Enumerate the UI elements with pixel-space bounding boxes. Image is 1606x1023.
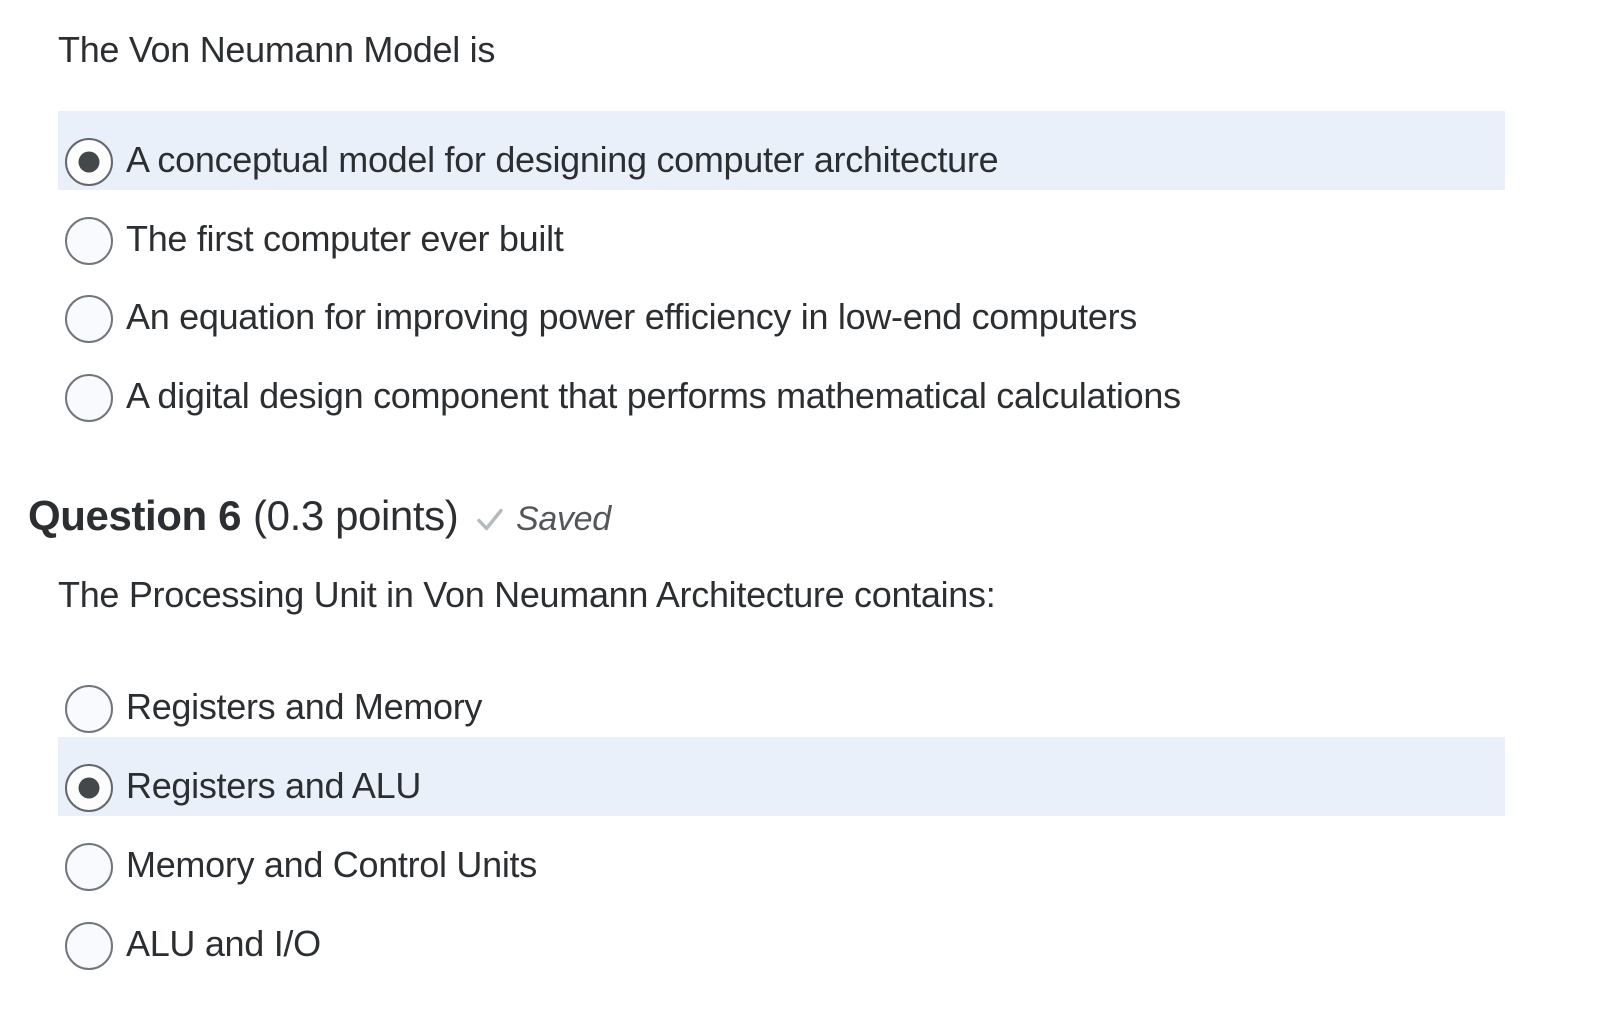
saved-status-label: Saved (516, 500, 611, 538)
save-status: Saved (476, 501, 611, 537)
answer-option-label: The first computer ever built (126, 217, 564, 259)
question-heading: Question 6(0.3 points) (28, 492, 459, 540)
answer-option-row[interactable]: The first computer ever built (58, 190, 1505, 269)
answer-option-label: A digital design component that performs… (126, 374, 1181, 416)
answer-option-row[interactable]: A conceptual model for designing compute… (58, 111, 1505, 190)
answer-option-row[interactable]: Memory and Control Units (58, 816, 1505, 895)
question-points: (0.3 points) (253, 492, 459, 539)
answer-option-label: Registers and Memory (126, 685, 483, 727)
radio-button-icon[interactable] (65, 294, 113, 343)
question-text: The Processing Unit in Von Neumann Archi… (58, 574, 996, 615)
radio-button-icon[interactable] (65, 763, 113, 812)
radio-button-icon[interactable] (65, 216, 113, 265)
answer-option-row[interactable]: Registers and Memory (58, 658, 1505, 737)
checkmark-icon (477, 508, 503, 531)
answer-option-label: ALU and I/O (126, 922, 321, 964)
radio-button-icon[interactable] (65, 137, 113, 186)
answer-option-label: Registers and ALU (126, 764, 422, 806)
radio-button-icon[interactable] (65, 373, 113, 422)
answer-option-row[interactable]: An equation for improving power efficien… (58, 268, 1505, 347)
radio-button-icon[interactable] (65, 921, 113, 970)
question-number: Question 6 (28, 492, 242, 539)
radio-button-icon[interactable] (65, 842, 113, 891)
answer-option-label: A conceptual model for designing compute… (126, 138, 999, 180)
question-text: The Von Neumann Model is (58, 29, 496, 70)
answer-option-row[interactable]: Registers and ALU (58, 737, 1505, 816)
answer-option-label: An equation for improving power efficien… (126, 295, 1137, 337)
answer-option-label: Memory and Control Units (126, 843, 537, 885)
radio-button-icon[interactable] (65, 684, 113, 733)
answer-option-row[interactable]: ALU and I/O (58, 895, 1505, 974)
answer-option-row[interactable]: A digital design component that performs… (58, 347, 1505, 426)
